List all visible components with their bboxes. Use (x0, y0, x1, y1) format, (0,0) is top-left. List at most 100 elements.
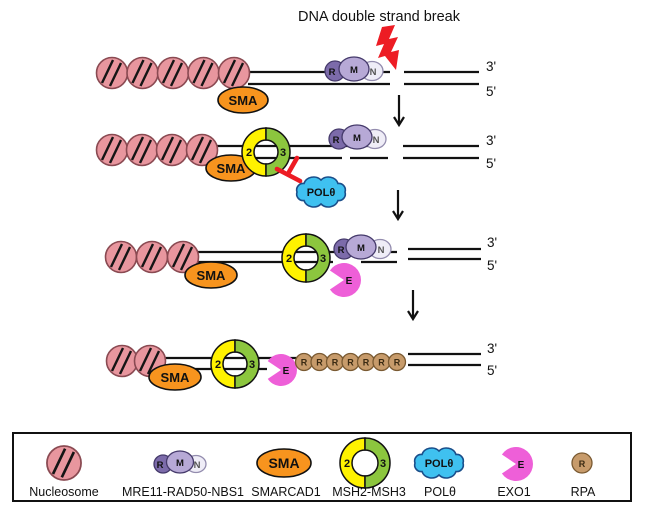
arrow-1 (393, 95, 405, 128)
nucleosome (135, 240, 169, 274)
exo1-letter: E (283, 366, 290, 377)
five-prime-label: 5' (486, 156, 496, 171)
five-prime-label: 5' (487, 258, 497, 273)
smarcad1-label: SMA (161, 370, 191, 385)
rpa-circle (571, 452, 593, 474)
msh2-msh3-ring: 2 3 (210, 339, 260, 389)
rpa-letter: R (316, 358, 323, 368)
smarcad1-oval (148, 363, 202, 391)
rpa-letter: R (394, 358, 401, 368)
smarcad1: SMA (148, 363, 202, 391)
rpa-letter: R (347, 358, 354, 368)
exo1-letter: E (346, 276, 353, 287)
smarcad1-oval (184, 261, 238, 289)
nbs1-letter: N (370, 67, 377, 78)
rpa-molecule: R (294, 352, 314, 372)
figure-title: DNA double strand break (298, 9, 461, 25)
rpa-letter: R (301, 358, 308, 368)
mrn-complex: R M N (328, 124, 387, 150)
nucleosome (105, 344, 139, 378)
msh2-number: 2 (246, 147, 252, 159)
legend-label: MRE11-RAD50-NBS1 (122, 485, 244, 499)
msh3-half (265, 127, 291, 177)
legend-label: Nucleosome (29, 485, 99, 499)
exo1: E (329, 263, 361, 297)
msh2-half (281, 233, 307, 283)
legend: Nucleosome R M N MRE11-RAD50-NBS1 SMA SM… (12, 432, 632, 502)
three-prime-label: 3' (486, 133, 496, 148)
five-prime-label: 5' (487, 363, 497, 378)
smarcad1-oval (256, 448, 312, 478)
msh2-half (241, 127, 267, 177)
msh3-half (364, 437, 391, 489)
nucleosome (217, 56, 251, 90)
rad50-oval (165, 450, 195, 474)
legend-item-rpa: R RPA (571, 452, 596, 499)
msh2-number: 2 (215, 359, 221, 371)
three-prime-label: 3' (487, 341, 497, 356)
nucleosome (104, 240, 138, 274)
msh3-number: 3 (249, 359, 255, 371)
stage-4: SMA 2 3 E R R R R R R R 3' 5' (105, 339, 497, 391)
rad50-oval (341, 124, 373, 150)
msh3-number: 3 (280, 147, 286, 159)
mre11-letter: R (157, 460, 164, 471)
arrow-head (392, 210, 404, 222)
arrow-3 (407, 290, 419, 322)
rpa-letter: R (378, 358, 385, 368)
msh2-msh3-ring: 2 3 (281, 233, 331, 283)
lightning-bolt-icon (376, 25, 399, 70)
nucleosome (155, 133, 189, 167)
nbs1-letter: N (194, 460, 201, 471)
mre11-letter: R (333, 135, 340, 146)
legend-item-mrn: R M N MRE11-RAD50-NBS1 (122, 450, 244, 499)
legend-item-nucleosome: Nucleosome (29, 444, 99, 499)
inhibition-stem (286, 155, 300, 175)
rpa-letter: R (363, 358, 370, 368)
rpa-molecule: R (387, 352, 407, 372)
five-prime-label: 5' (486, 84, 496, 99)
rpa-molecule: R (310, 352, 329, 372)
msh3-number: 3 (320, 253, 326, 265)
rad50-oval (338, 56, 370, 82)
legend-item-msh2-msh3: 2 3 MSH2-MSH3 (332, 437, 406, 499)
legend-item-exo1: E EXO1 (497, 447, 533, 499)
legend-label: EXO1 (497, 485, 530, 499)
rpa-letter: R (332, 358, 339, 368)
nbs1-letter: N (373, 135, 380, 146)
arrow-head (393, 116, 405, 128)
msh2-number: 2 (344, 458, 350, 470)
msh3-half (305, 233, 331, 283)
nucleosome (95, 56, 129, 90)
rad50-letter: M (353, 133, 361, 144)
stage-2: SMA 2 3 R M N POLθ 3' 5' (95, 124, 496, 208)
rpa-molecule: R (372, 352, 391, 372)
legend-box (12, 432, 632, 502)
mrn-complex: R M N (333, 234, 392, 260)
arrow-head (407, 310, 419, 322)
pol-theta: POLθ (295, 176, 347, 208)
pol-theta-label: POLθ (307, 187, 336, 199)
msh3-number: 3 (380, 458, 386, 470)
msh3-half (234, 339, 260, 389)
legend-label: RPA (571, 485, 596, 499)
nbs1-letter: N (378, 245, 385, 256)
smarcad1-label: SMA (229, 93, 259, 108)
nucleosome (156, 56, 190, 90)
exo1-letter: E (518, 460, 525, 471)
smarcad1: SMA (184, 261, 238, 289)
smarcad1-label: SMA (268, 455, 299, 471)
smarcad1-label: SMA (197, 268, 227, 283)
rpa-molecule: R (325, 352, 345, 372)
three-prime-label: 3' (487, 235, 497, 250)
rad50-oval (345, 234, 377, 260)
nucleosome (95, 133, 129, 167)
stage-1: SMA R M N 3' 5' (95, 56, 496, 114)
msh2-msh3-ring: 2 3 (241, 127, 291, 177)
pol-theta-label: POLθ (425, 458, 454, 470)
rad50-letter: M (176, 458, 184, 469)
rpa-chain: R R R R R R R (294, 352, 407, 372)
smarcad1: SMA (217, 86, 269, 114)
